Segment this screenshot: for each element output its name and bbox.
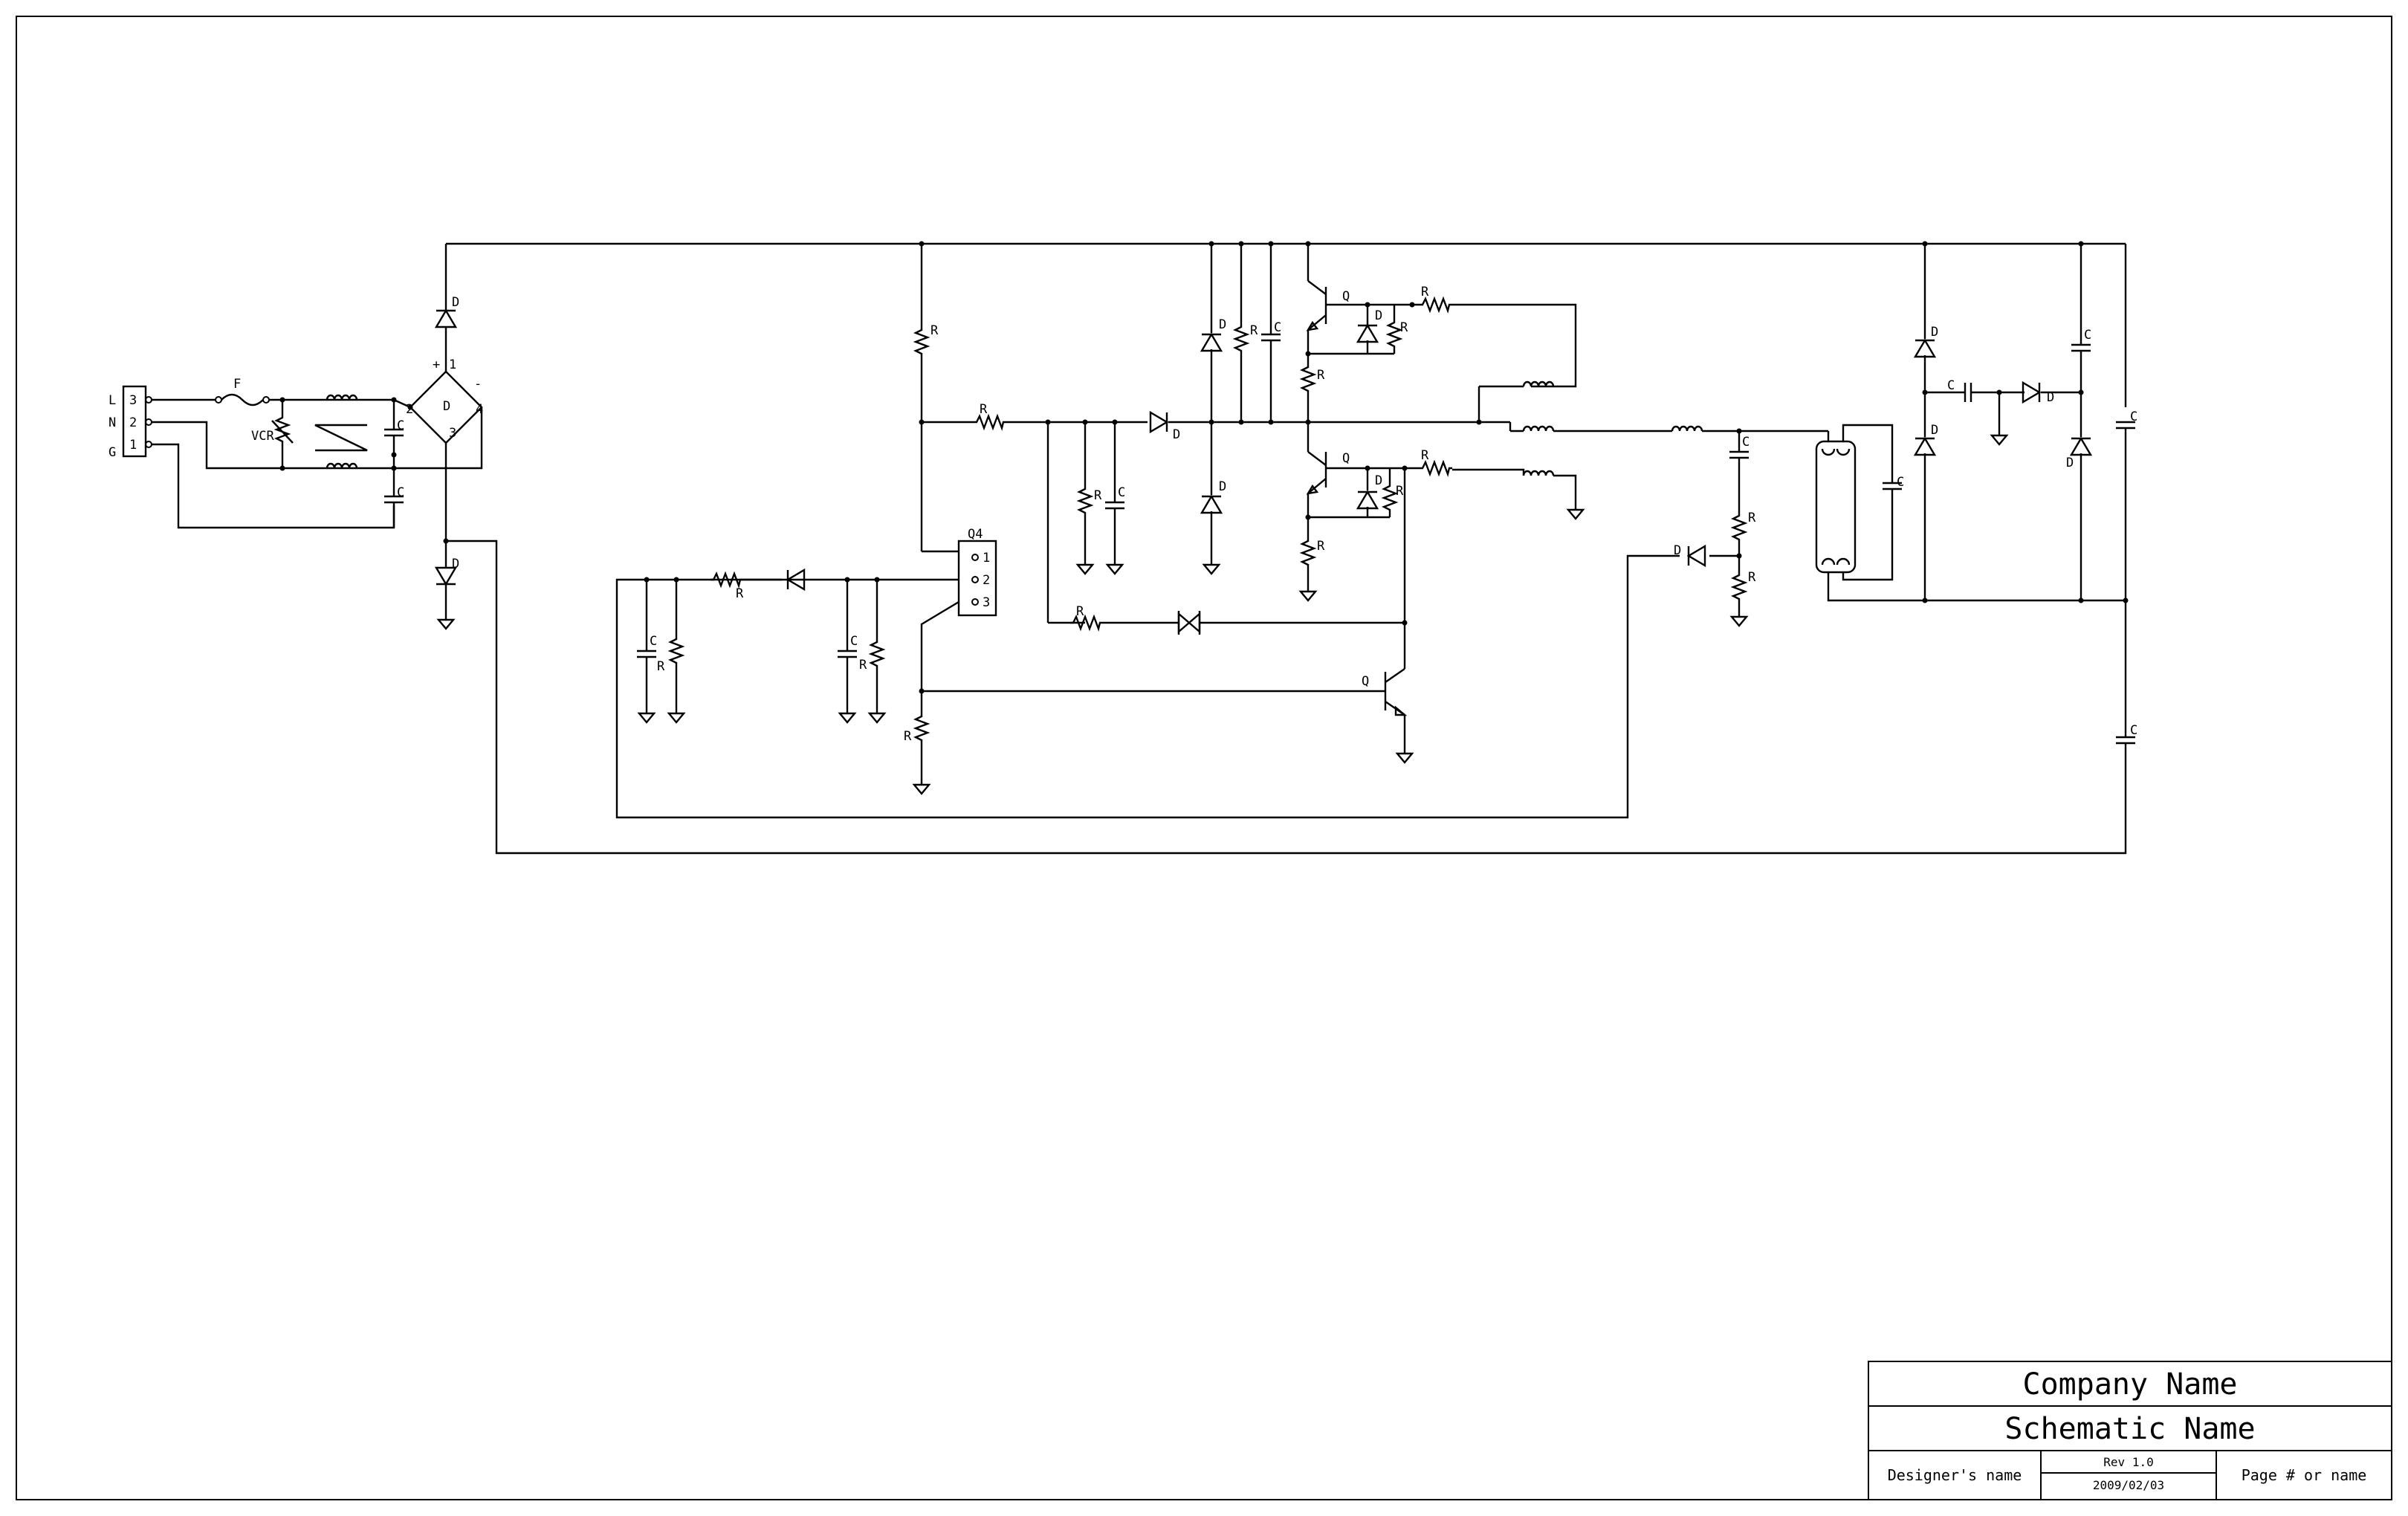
- lamp-start-cap-label: C: [1897, 475, 1904, 490]
- filter-cap-2-label: C: [850, 634, 858, 649]
- q-low-label: Q: [1342, 451, 1350, 466]
- ic-q4: [957, 540, 997, 617]
- high-side-transistor: [1305, 241, 1368, 364]
- sheet-border: [16, 16, 2392, 1500]
- q-high-diode-label: D: [1375, 308, 1382, 323]
- q-high-emitter-resistor-label: R: [1317, 368, 1325, 383]
- doubler-diode-1-label: D: [1931, 325, 1938, 340]
- q-high-base-resistor-label: R: [1421, 285, 1429, 299]
- connector-pin-2: 2: [129, 415, 137, 430]
- connector-pin-3: 3: [129, 393, 137, 408]
- line-label-g: G: [109, 445, 116, 460]
- q-shutdown-label: Q: [1362, 674, 1369, 689]
- bridge-plus: +: [433, 357, 440, 372]
- bias-resistor-label: R: [1094, 488, 1102, 503]
- q-high-br-label: R: [1400, 320, 1408, 335]
- schematic-name: Schematic Name: [2004, 1412, 2255, 1446]
- input-wiring: [152, 393, 405, 529]
- revision: Rev 1.0: [2103, 1455, 2153, 1469]
- bridge-pin-2: 2: [406, 402, 413, 417]
- fuse-label: F: [233, 377, 241, 392]
- clamp-diode-bottom-label: D: [1219, 479, 1226, 494]
- startup-resistor-label: R: [930, 323, 939, 338]
- doubler-diode-4-label: D: [2066, 456, 2074, 470]
- y-cap-label: C: [397, 485, 404, 500]
- ic-q4-pin-2: 2: [983, 573, 990, 588]
- q-high-label: Q: [1342, 289, 1350, 304]
- designer-name: Designer's name: [1888, 1466, 2022, 1484]
- bridge-pin-1: 1: [449, 357, 456, 372]
- doubler-diode-2-label: D: [1931, 423, 1938, 438]
- q-low-diode-label: D: [1375, 473, 1382, 488]
- q-low-base-resistor-label: R: [1421, 448, 1429, 463]
- q-low-br-label: R: [1396, 484, 1404, 499]
- sense-divider-1-label: R: [1748, 511, 1756, 525]
- q-low-emitter-resistor-label: R: [1317, 539, 1325, 554]
- fluorescent-lamp: [1815, 440, 1857, 574]
- coupling-cap-label: C: [1742, 435, 1750, 450]
- sense-resistor-label: R: [736, 586, 744, 601]
- ic-q4-pin-3: 3: [983, 595, 990, 610]
- shutdown-transistor: [922, 668, 1414, 764]
- connector-pin-1: 1: [129, 438, 137, 453]
- q4-pulldown-resistor-label: R: [904, 729, 912, 744]
- bridge-rectifier: [393, 345, 483, 541]
- clamp-diode-top-label: D: [1219, 317, 1226, 332]
- doubler-diode-3-label: D: [2047, 390, 2054, 405]
- filter-cap-1-label: C: [650, 634, 657, 649]
- company-name: Company Name: [2023, 1367, 2238, 1402]
- filter-resistor-2-label: R: [859, 658, 867, 673]
- page-name: Page # or name: [2242, 1466, 2367, 1484]
- sense-divider-2-label: R: [1748, 570, 1756, 585]
- title-block: [1868, 1361, 2392, 1500]
- sense-diode-label: D: [1674, 543, 1681, 558]
- varistor-label: VCR: [251, 429, 274, 444]
- bridge-pin-4: 4: [476, 402, 483, 417]
- filter-resistor-1-label: R: [657, 659, 665, 674]
- x-cap-label: C: [397, 418, 404, 433]
- bias-cap-label: C: [1118, 485, 1125, 500]
- doubler-cap-1-label: C: [1947, 378, 1955, 393]
- bridge-pin-3: 3: [449, 426, 456, 441]
- line-label-l: L: [109, 393, 116, 408]
- low-side-transistor: [1306, 451, 1368, 538]
- series-diode-label: D: [1173, 427, 1180, 442]
- bridge-label: D: [443, 399, 450, 414]
- line-label-n: N: [109, 415, 116, 430]
- bulk-cap-1-label: C: [2130, 409, 2137, 424]
- date: 2009/02/03: [2093, 1478, 2164, 1492]
- doubler-cap-2-label: C: [2084, 328, 2091, 343]
- snubber-resistor-label: R: [1250, 323, 1258, 338]
- snubber-cap-label: C: [1274, 320, 1281, 335]
- bottom-diode-label: D: [452, 557, 459, 571]
- ic-q4-pin-1: 1: [983, 551, 990, 566]
- diac: [1177, 611, 1201, 635]
- ic-q4-label: Q4: [968, 527, 983, 542]
- input-connector: 3 2 1 L N G: [109, 385, 152, 460]
- bulk-cap-2-label: C: [2130, 723, 2137, 738]
- trigger-resistor-label: R: [1076, 604, 1084, 619]
- series-resistor-label: R: [980, 402, 988, 417]
- top-diode-label: D: [452, 295, 459, 310]
- bridge-minus: -: [474, 377, 482, 392]
